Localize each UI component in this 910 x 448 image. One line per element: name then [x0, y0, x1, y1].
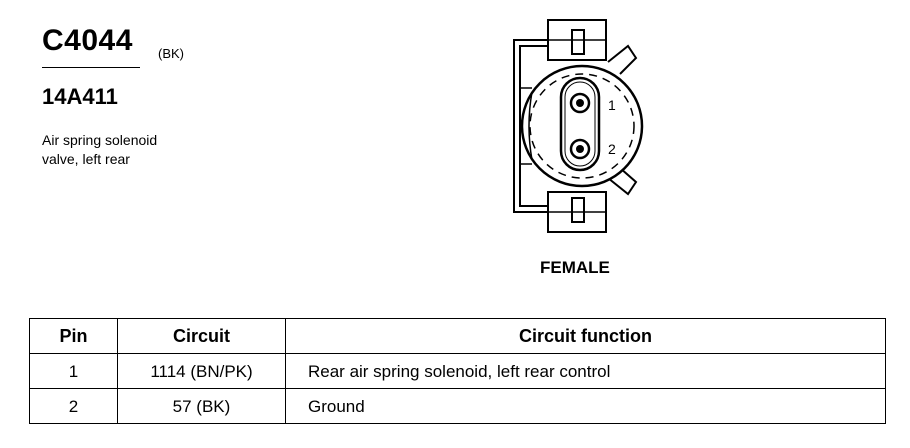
- cell-function: Ground: [285, 388, 886, 424]
- part-number: 14A411: [42, 84, 118, 109]
- pin-cavity-slot: [559, 76, 601, 172]
- cell-function: Rear air spring solenoid, left rear cont…: [285, 353, 886, 389]
- pin-label-1: 1: [608, 97, 616, 113]
- table-row: 1 1114 (BN/PK) Rear air spring solenoid,…: [29, 353, 886, 389]
- pin-1-terminal: [569, 92, 591, 114]
- pinout-table: Pin Circuit Circuit function 1 1114 (BN/…: [29, 318, 886, 424]
- cell-pin: 2: [29, 388, 118, 424]
- cell-pin: 1: [29, 353, 118, 389]
- header-pin: Pin: [29, 318, 118, 354]
- table-header-row: Pin Circuit Circuit function: [29, 318, 886, 354]
- table-row: 2 57 (BK) Ground: [29, 388, 886, 424]
- connector-description: Air spring solenoid valve, left rear: [42, 131, 242, 169]
- header-function: Circuit function: [285, 318, 886, 354]
- description-line-2: valve, left rear: [42, 151, 130, 167]
- connector-face-diagram: 1 2: [513, 19, 644, 233]
- connector-gender-label: FEMALE: [540, 258, 610, 277]
- description-line-1: Air spring solenoid: [42, 132, 158, 148]
- housing-frame: [513, 39, 548, 213]
- connector-color: (BK): [158, 46, 184, 61]
- header-circuit: Circuit: [117, 318, 286, 354]
- cell-circuit: 57 (BK): [117, 388, 286, 424]
- pin-2-terminal: [569, 138, 591, 160]
- housing-inner-frame: [519, 45, 548, 207]
- connector-id: C4044: [42, 24, 133, 57]
- lower-lock-tab: [607, 167, 638, 196]
- title-divider: [42, 67, 140, 68]
- cell-circuit: 1114 (BN/PK): [117, 353, 286, 389]
- upper-lock-tab: [607, 44, 638, 75]
- pin-label-2: 2: [608, 141, 616, 157]
